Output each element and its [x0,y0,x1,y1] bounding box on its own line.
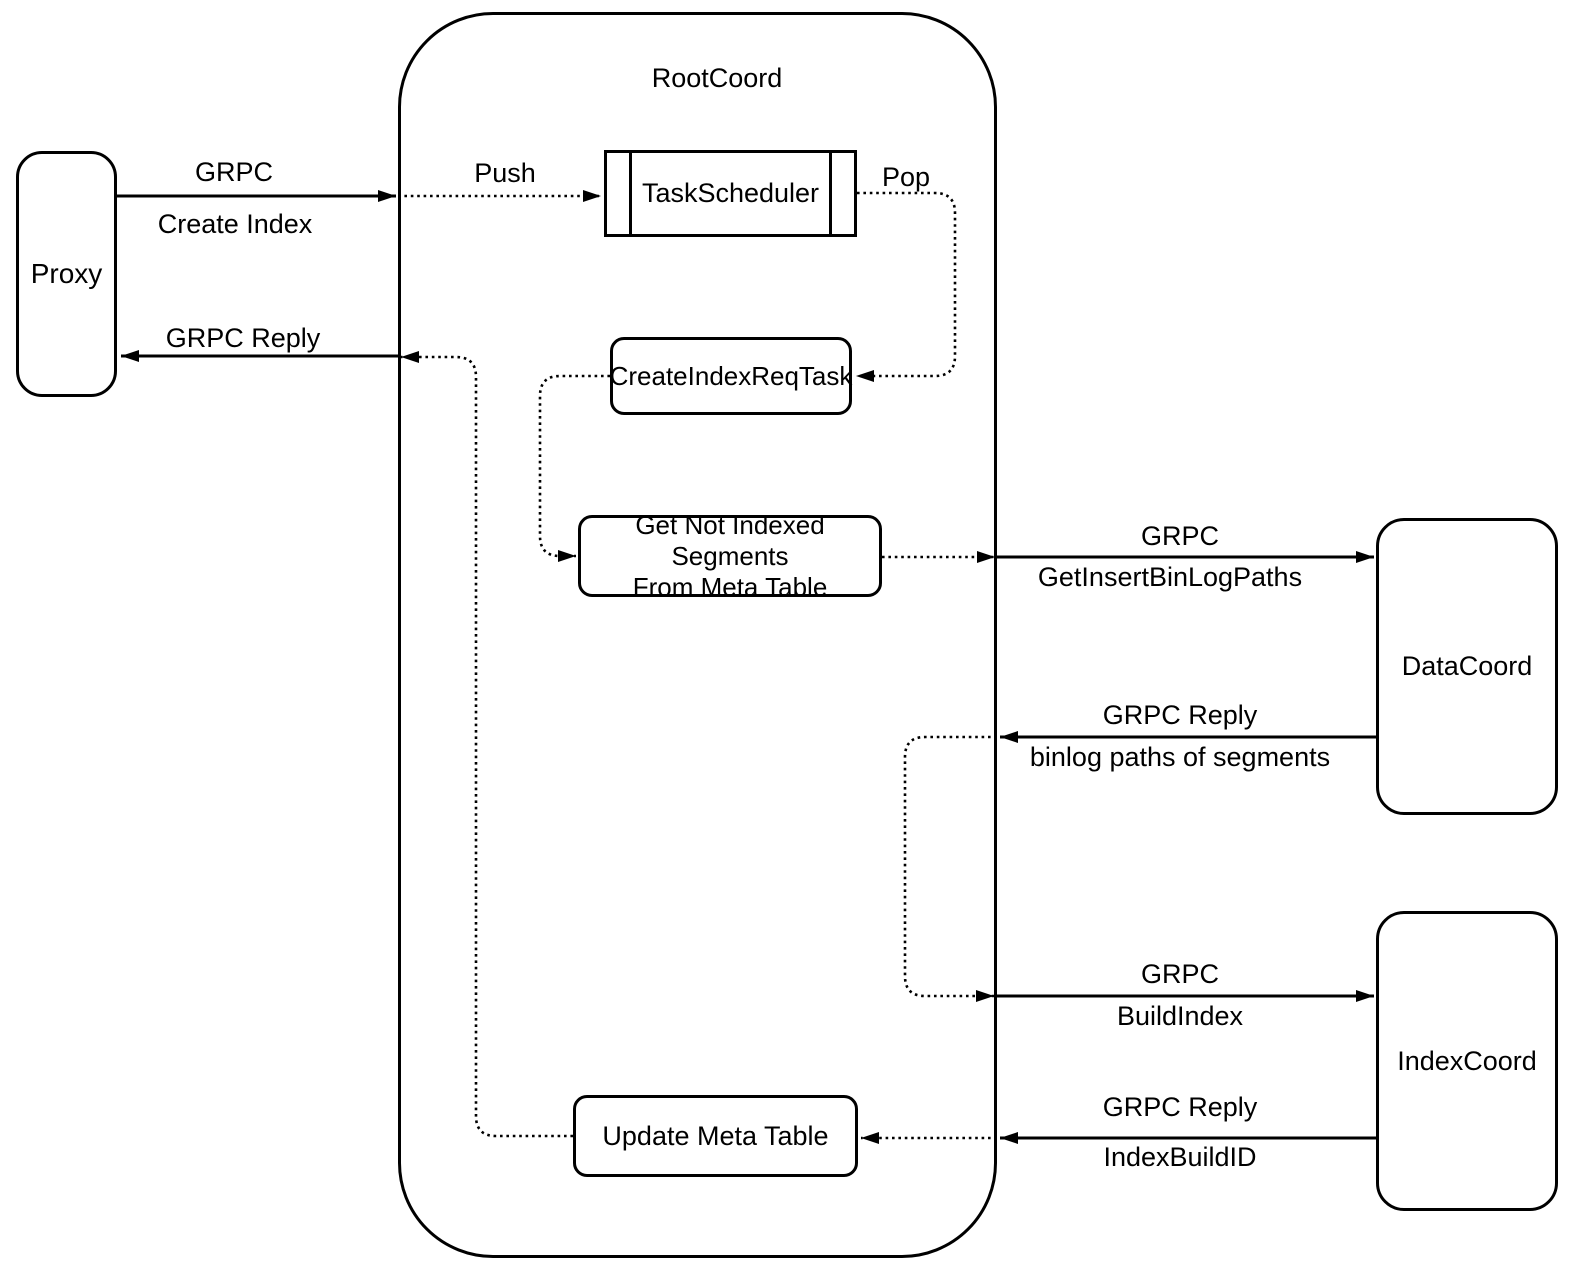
node-data-coord: DataCoord [1376,518,1558,815]
get-not-indexed-line2: From Meta Table [632,571,828,602]
create-index-req-task-label: CreateIndexReqTask [609,360,853,391]
data-coord-label: DataCoord [1401,651,1533,681]
proxy-label: Proxy [30,258,103,289]
edge-binlog-internal-connector [903,735,997,1002]
edge-updatemeta-to-reply [401,351,573,1138]
label-indexbuildid: IndexBuildID [1103,1142,1257,1172]
index-coord-label: IndexCoord [1397,1045,1537,1076]
label-grpc-reply-index: GRPC Reply [1102,1092,1258,1122]
update-meta-table-label: Update Meta Table [602,1120,829,1151]
edge-reqtask-to-getsegments [538,374,610,562]
label-getinsertbinlogpaths: GetInsertBinLogPaths [1037,562,1303,592]
get-not-indexed-line1: Get Not Indexed Segments [635,509,825,571]
label-push: Push [474,158,536,188]
label-grpc-reply-data: GRPC Reply [1102,700,1258,730]
task-scheduler-right-bar [829,153,854,234]
node-task-scheduler: TaskScheduler [604,150,857,237]
node-update-meta-table: Update Meta Table [573,1095,858,1177]
label-buildindex: BuildIndex [1116,1001,1244,1031]
task-scheduler-left-bar [607,153,632,234]
node-index-coord: IndexCoord [1376,911,1558,1211]
node-create-index-req-task: CreateIndexReqTask [610,337,852,415]
label-grpc-build: GRPC [1140,959,1220,989]
rootcoord-title: RootCoord [651,63,783,93]
label-pop: Pop [881,162,931,192]
task-scheduler-label: TaskScheduler [641,178,820,208]
label-create-index: Create Index [157,209,313,239]
node-get-not-indexed-segments: Get Not Indexed Segments From Meta Table [578,510,882,602]
label-grpc-getinsert: GRPC [1140,521,1220,551]
edge-pop [856,191,957,382]
label-grpc-reply-proxy: GRPC Reply [165,323,321,353]
node-proxy: Proxy [16,151,117,397]
get-not-indexed-segments-label: Get Not Indexed Segments From Meta Table [581,510,879,603]
label-grpc-create: GRPC [194,157,274,187]
label-binlog-paths: binlog paths of segments [1029,742,1331,772]
